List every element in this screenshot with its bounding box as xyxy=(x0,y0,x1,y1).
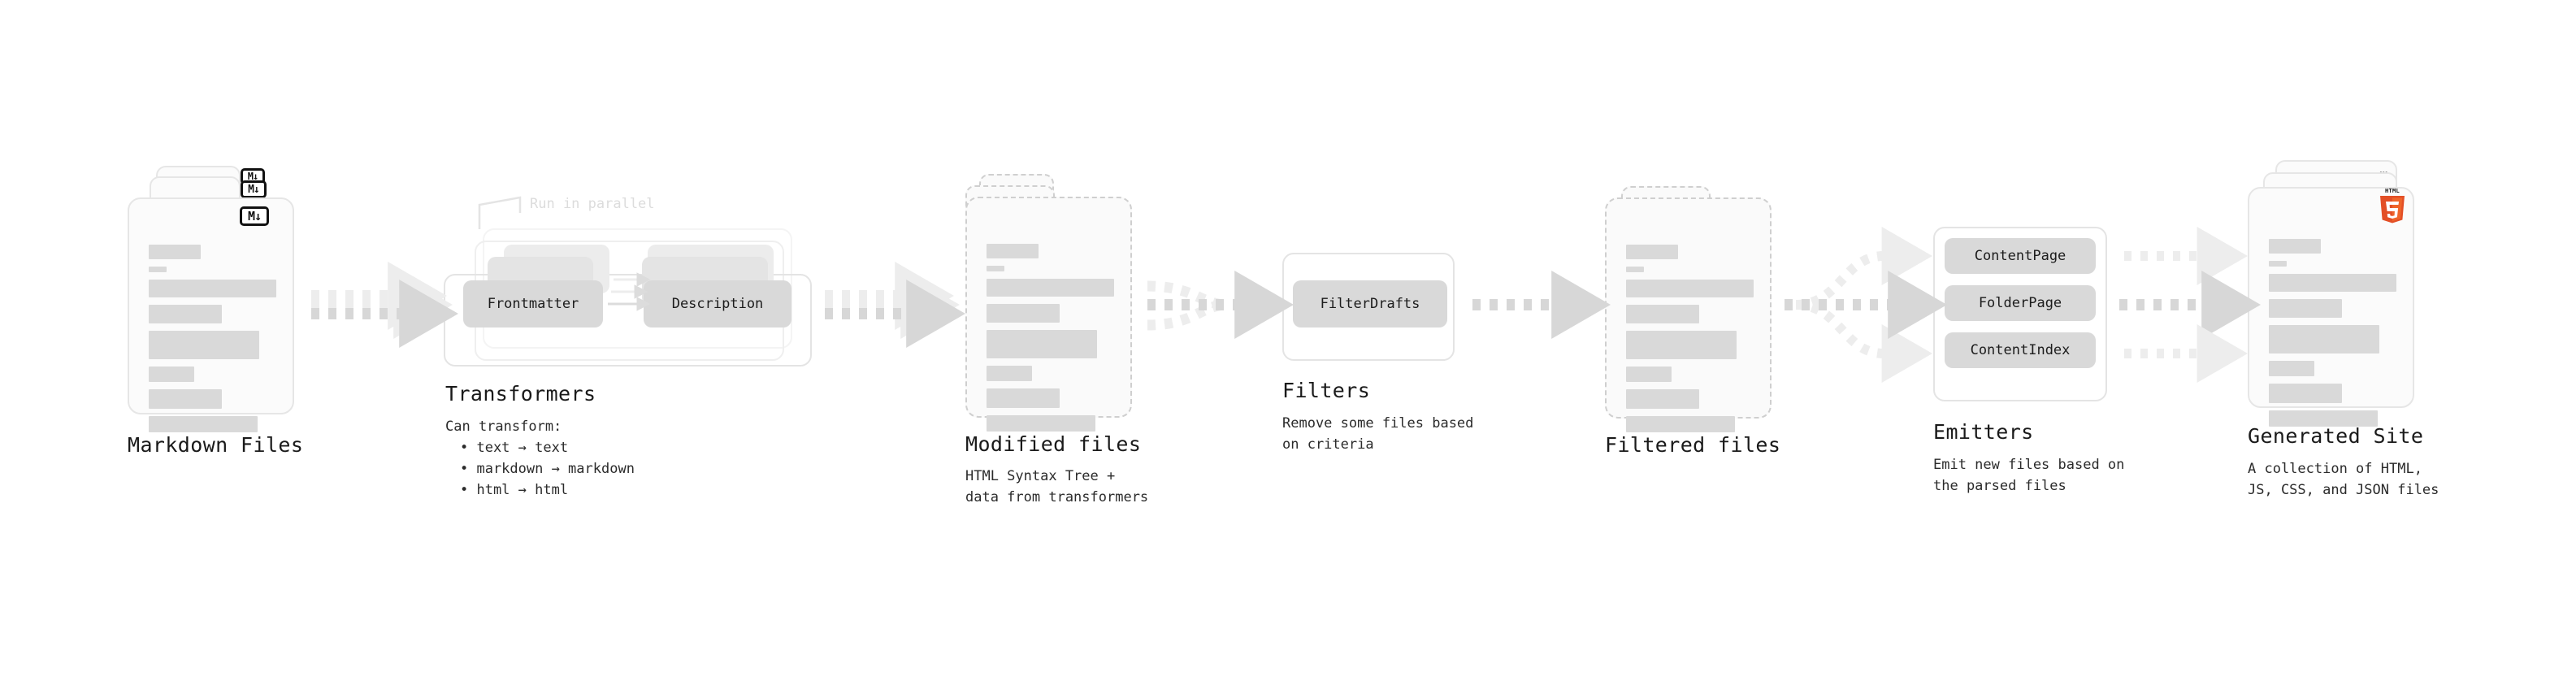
content-line xyxy=(987,266,1004,271)
filtered-card-front xyxy=(1605,197,1772,432)
transformers-bullet-3: • html → html xyxy=(460,482,569,498)
content-line xyxy=(987,388,1060,408)
markdown-files-title: Markdown Files xyxy=(128,433,304,457)
modified-files-subtitle: HTML Syntax Tree + data from transformer… xyxy=(965,468,1149,506)
filtered-files-title: Filtered files xyxy=(1605,433,1781,457)
arrow-transformers-to-modified xyxy=(825,262,965,348)
chip-folderpage-label: FolderPage xyxy=(1978,295,2062,311)
arrow-emitters-to-site xyxy=(2119,227,2261,383)
content-line xyxy=(987,415,1095,432)
run-in-parallel-bracket xyxy=(478,196,522,229)
chip-description-label: Description xyxy=(671,296,764,312)
chip-frontmatter-label: Frontmatter xyxy=(487,296,579,312)
emitters-title: Emitters xyxy=(1933,420,2034,444)
content-line xyxy=(1626,267,1644,272)
html5-icon: HTML xyxy=(2379,188,2406,223)
content-line xyxy=(149,367,194,382)
content-line xyxy=(987,244,1039,258)
markdown-badge-front-icon: M↓ xyxy=(240,206,269,226)
run-in-parallel-label: Run in parallel xyxy=(530,196,655,212)
filtered-card-lines xyxy=(1626,245,1754,440)
content-line xyxy=(2269,299,2342,318)
transformers-bullet-2: • markdown → markdown xyxy=(460,461,635,477)
content-line xyxy=(987,330,1097,358)
markdown-card-lines xyxy=(149,245,276,440)
chip-filterdrafts-label: FilterDrafts xyxy=(1320,296,1420,312)
chip-frontmatter[interactable]: Frontmatter xyxy=(463,280,603,327)
content-line xyxy=(1626,367,1672,382)
transformers-title: Transformers xyxy=(445,382,596,406)
modified-card-front xyxy=(965,197,1132,432)
content-line xyxy=(149,416,258,432)
arrow-markdown-to-transformers xyxy=(311,262,458,348)
modified-files-title: Modified files xyxy=(965,432,1142,456)
markdown-badge-back-1-label: M↓ xyxy=(248,183,260,196)
markdown-badge-back-1: M↓ xyxy=(241,180,267,198)
modified-card-lines xyxy=(987,244,1114,439)
content-line xyxy=(2269,410,2378,427)
content-line xyxy=(1626,305,1699,323)
chip-contentindex[interactable]: ContentIndex xyxy=(1945,332,2096,368)
content-line xyxy=(1626,416,1735,432)
content-line xyxy=(2269,325,2379,354)
arrow-filtered-to-emitters xyxy=(1785,227,1947,383)
content-line xyxy=(149,245,201,259)
transformers-subtitle: Can transform: xyxy=(445,419,562,435)
chip-contentpage-label: ContentPage xyxy=(1974,248,2066,264)
generated-site-title: Generated Site xyxy=(2248,424,2424,448)
markdown-badge-front-label: M↓ xyxy=(247,208,262,223)
chip-contentpage[interactable]: ContentPage xyxy=(1945,238,2096,274)
chip-description[interactable]: Description xyxy=(644,280,791,327)
filters-title: Filters xyxy=(1282,379,1371,402)
markdown-badge-back-2-label: M↓ xyxy=(247,171,258,182)
arrow-modified-to-filters xyxy=(1147,271,1294,339)
content-line xyxy=(987,304,1060,323)
chip-filterdrafts[interactable]: FilterDrafts xyxy=(1293,280,1447,327)
generated-site-subtitle: A collection of HTML, JS, CSS, and JSON … xyxy=(2248,461,2439,499)
chip-contentindex-label: ContentIndex xyxy=(1970,342,2071,358)
site-card-lines xyxy=(2269,239,2396,434)
emitters-subtitle: Emit new files based on the parsed files xyxy=(1933,457,2125,495)
content-line xyxy=(1626,331,1737,359)
content-line xyxy=(149,389,222,409)
content-line xyxy=(2269,239,2321,254)
chip-folderpage[interactable]: FolderPage xyxy=(1945,285,2096,321)
content-line xyxy=(2269,274,2396,292)
content-line xyxy=(2269,384,2342,403)
content-line xyxy=(149,331,259,359)
content-line xyxy=(2269,261,2287,267)
content-line xyxy=(149,280,276,297)
filters-subtitle: Remove some files based on criteria xyxy=(1282,415,1474,453)
content-line xyxy=(149,267,167,272)
content-line xyxy=(1626,389,1699,409)
transformers-bullet-1: • text → text xyxy=(460,440,569,456)
content-line xyxy=(987,279,1114,297)
markdown-card-front xyxy=(128,197,294,432)
content-line xyxy=(149,305,222,323)
content-line xyxy=(987,366,1032,381)
content-line xyxy=(1626,280,1754,297)
content-line xyxy=(1626,245,1678,259)
content-line xyxy=(2269,361,2314,376)
html5-icon-word: HTML xyxy=(2384,188,2400,194)
